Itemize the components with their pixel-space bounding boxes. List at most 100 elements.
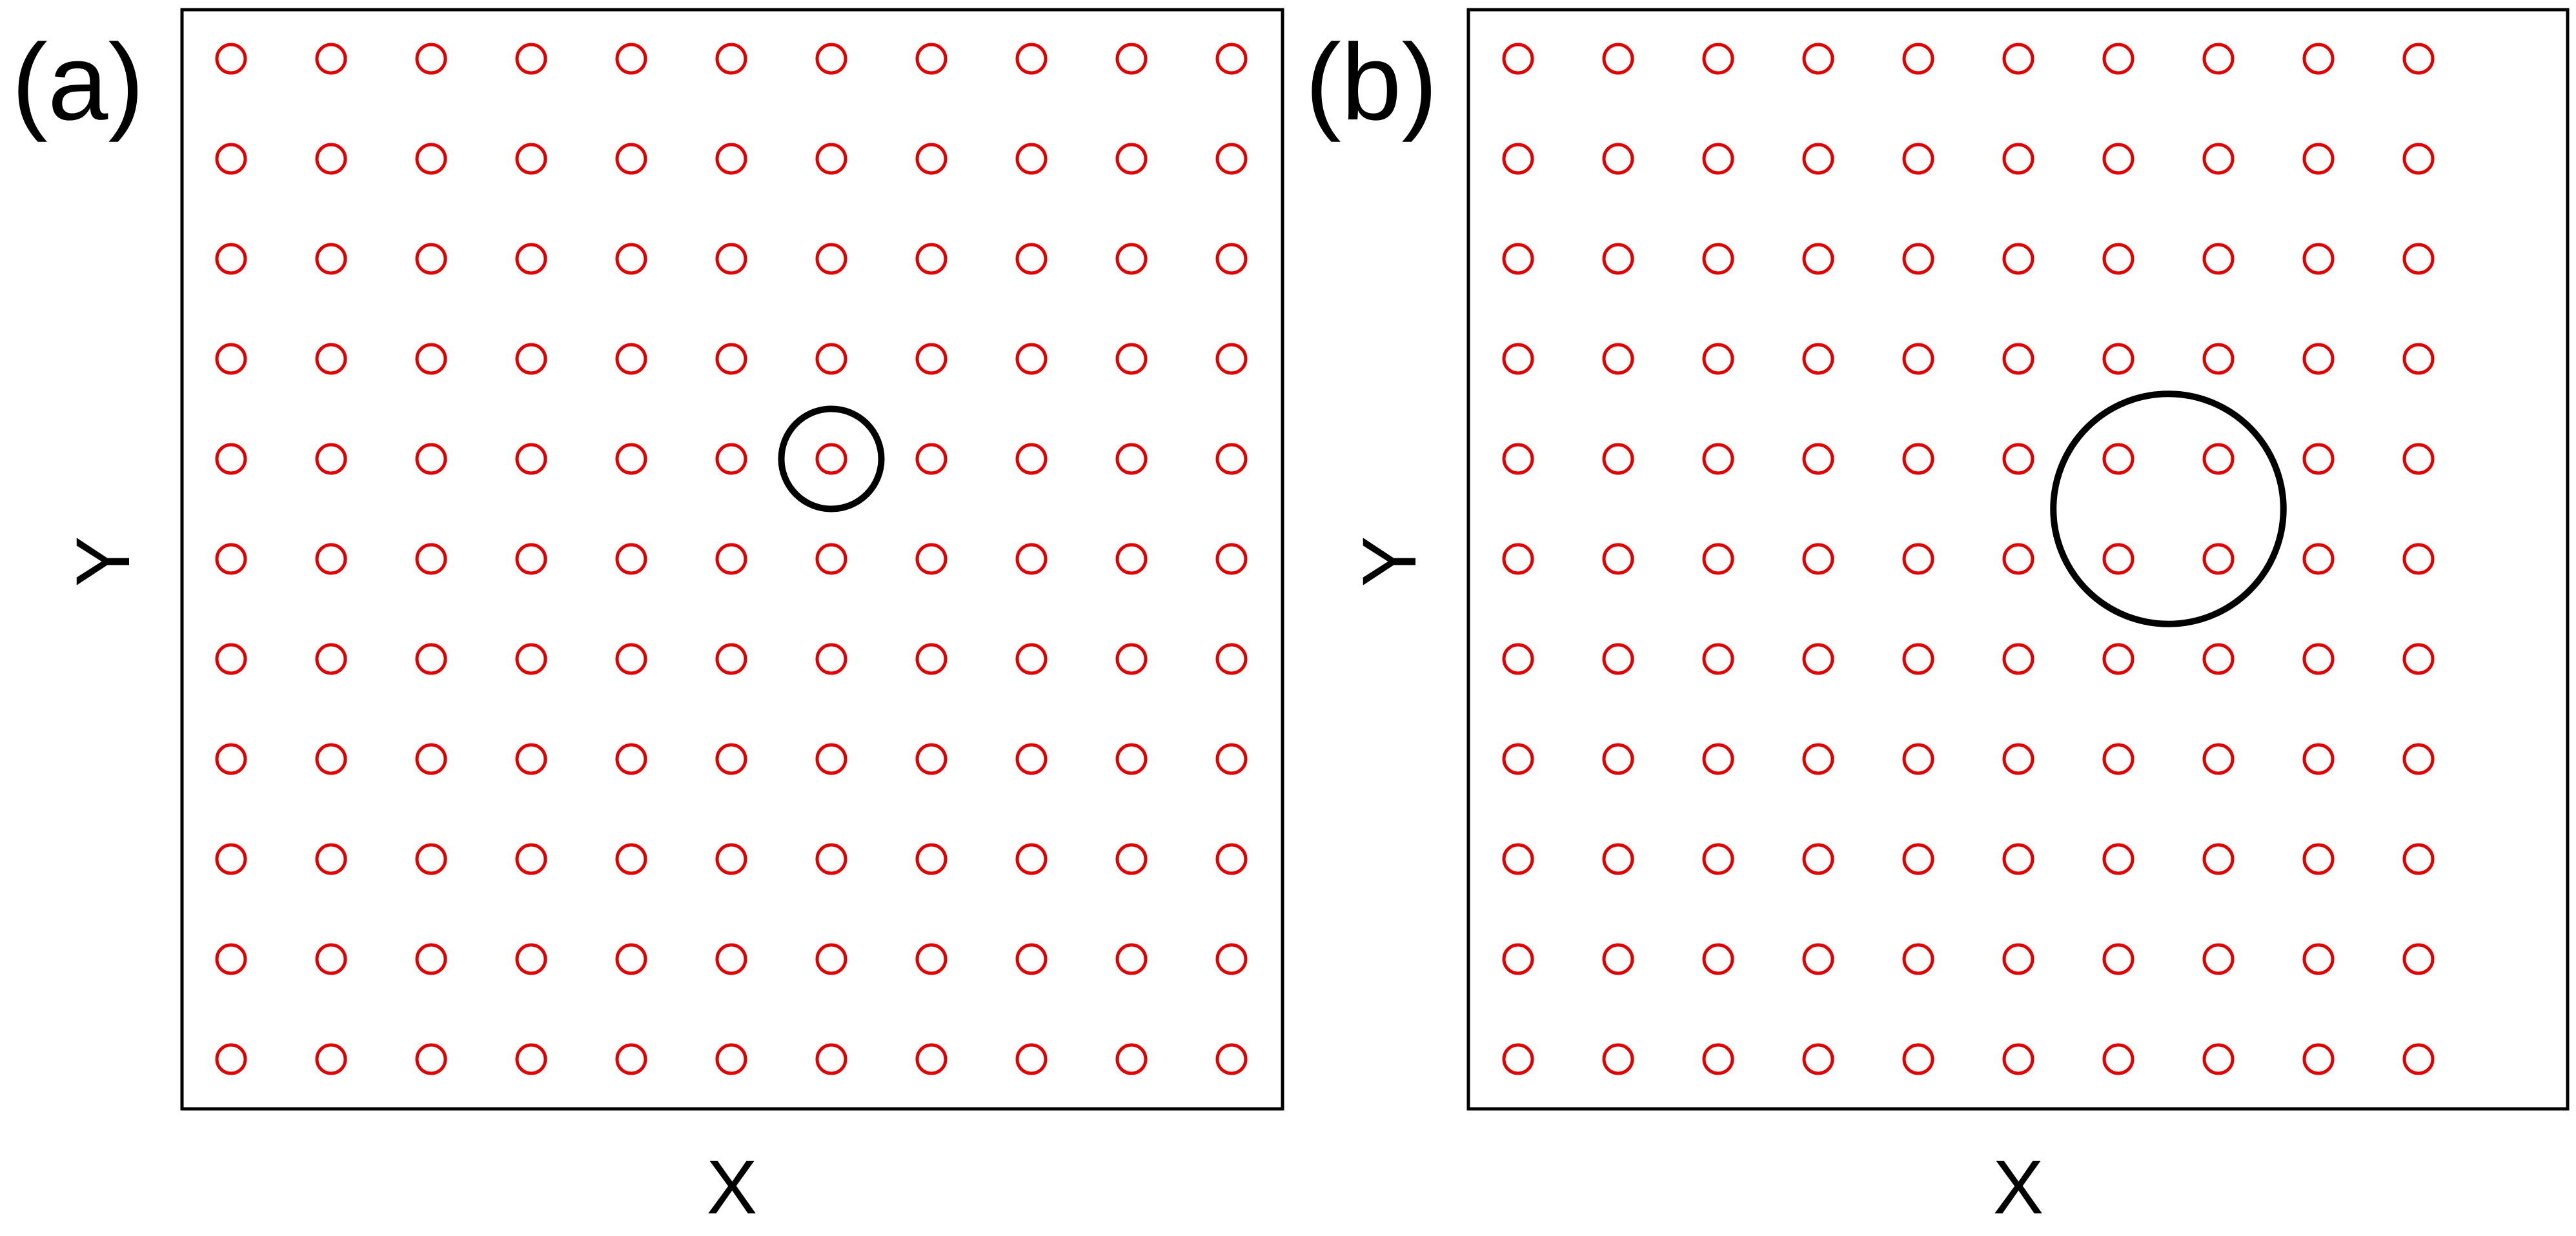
grid-point xyxy=(715,143,747,175)
grid-point xyxy=(515,1043,547,1075)
grid-point xyxy=(415,943,447,975)
grid-point xyxy=(815,243,847,275)
grid-point xyxy=(715,643,747,675)
grid-point xyxy=(2302,843,2335,875)
grid-point xyxy=(2202,743,2235,775)
grid-point xyxy=(2002,43,2034,75)
grid-point xyxy=(1902,43,1934,75)
grid-point xyxy=(1902,443,1934,475)
grid-point xyxy=(1502,243,1534,275)
panel-a-ylabel: Y xyxy=(61,536,146,587)
grid-point xyxy=(215,343,247,375)
grid-point xyxy=(2102,743,2135,775)
grid-point xyxy=(2202,643,2235,675)
grid-point xyxy=(915,743,948,775)
grid-point xyxy=(515,243,547,275)
grid-point xyxy=(2302,543,2335,575)
grid-point xyxy=(1015,1043,1048,1075)
grid-point xyxy=(415,543,447,575)
grid-point xyxy=(1902,943,1934,975)
grid-point xyxy=(1902,343,1934,375)
grid-point xyxy=(615,343,647,375)
grid-point xyxy=(715,43,747,75)
grid-point xyxy=(1015,543,1048,575)
panel-a-grid xyxy=(215,43,1248,1075)
grid-point xyxy=(1602,443,1634,475)
grid-point xyxy=(515,643,547,675)
grid-point xyxy=(1602,643,1634,675)
grid-point xyxy=(2202,543,2235,575)
grid-point xyxy=(1502,1043,1534,1075)
grid-point xyxy=(215,643,247,675)
grid-point xyxy=(215,1043,247,1075)
grid-point xyxy=(1502,743,1534,775)
grid-point xyxy=(1015,343,1048,375)
grid-point xyxy=(815,843,847,875)
grid-point xyxy=(215,43,247,75)
grid-point xyxy=(2102,543,2135,575)
grid-point xyxy=(2002,443,2034,475)
grid-point xyxy=(1802,1043,1834,1075)
grid-point xyxy=(1015,143,1048,175)
grid-point xyxy=(515,443,547,475)
grid-point xyxy=(1215,943,1248,975)
grid-point xyxy=(215,943,247,975)
grid-point xyxy=(1602,543,1634,575)
grid-point xyxy=(2102,243,2135,275)
panel-a-label: (a) xyxy=(12,21,144,143)
grid-point xyxy=(1802,243,1834,275)
grid-point xyxy=(1802,843,1834,875)
grid-point xyxy=(315,143,347,175)
grid-point xyxy=(1802,543,1834,575)
grid-point xyxy=(715,1043,747,1075)
grid-point xyxy=(915,643,948,675)
grid-point xyxy=(2202,43,2235,75)
grid-point xyxy=(415,43,447,75)
grid-point xyxy=(2202,243,2235,275)
grid-point xyxy=(215,143,247,175)
panel-a-xlabel: X xyxy=(707,1145,758,1230)
grid-point xyxy=(1902,243,1934,275)
grid-point xyxy=(815,743,847,775)
grid-point xyxy=(215,743,247,775)
grid-point xyxy=(715,443,747,475)
grid-point xyxy=(1902,843,1934,875)
grid-point xyxy=(915,943,948,975)
grid-point xyxy=(1015,643,1048,675)
grid-point xyxy=(2302,143,2335,175)
grid-point xyxy=(2202,343,2235,375)
grid-point xyxy=(715,943,747,975)
grid-point xyxy=(2302,43,2335,75)
grid-point xyxy=(1702,843,1734,875)
grid-point xyxy=(615,943,647,975)
grid-point xyxy=(2002,143,2034,175)
grid-point xyxy=(1215,1043,1248,1075)
grid-point xyxy=(1115,543,1148,575)
grid-point xyxy=(815,943,847,975)
grid-point xyxy=(1802,743,1834,775)
grid-point xyxy=(1702,743,1734,775)
grid-point xyxy=(915,43,948,75)
grid-point xyxy=(2102,1043,2135,1075)
grid-point xyxy=(915,143,948,175)
grid-point xyxy=(1602,143,1634,175)
grid-point xyxy=(415,643,447,675)
grid-point xyxy=(2402,643,2435,675)
grid-point xyxy=(2102,643,2135,675)
grid-point xyxy=(1115,343,1148,375)
grid-point xyxy=(2402,143,2435,175)
grid-point xyxy=(415,743,447,775)
panel-b-highlight-circle xyxy=(2050,390,2287,627)
grid-point xyxy=(2002,543,2034,575)
grid-point xyxy=(915,343,948,375)
grid-point xyxy=(615,843,647,875)
grid-point xyxy=(315,543,347,575)
grid-point xyxy=(915,1043,948,1075)
grid-point xyxy=(415,843,447,875)
grid-point xyxy=(1015,443,1048,475)
grid-point xyxy=(615,1043,647,1075)
grid-point xyxy=(1502,843,1534,875)
grid-point xyxy=(1115,1043,1148,1075)
grid-point xyxy=(1802,443,1834,475)
